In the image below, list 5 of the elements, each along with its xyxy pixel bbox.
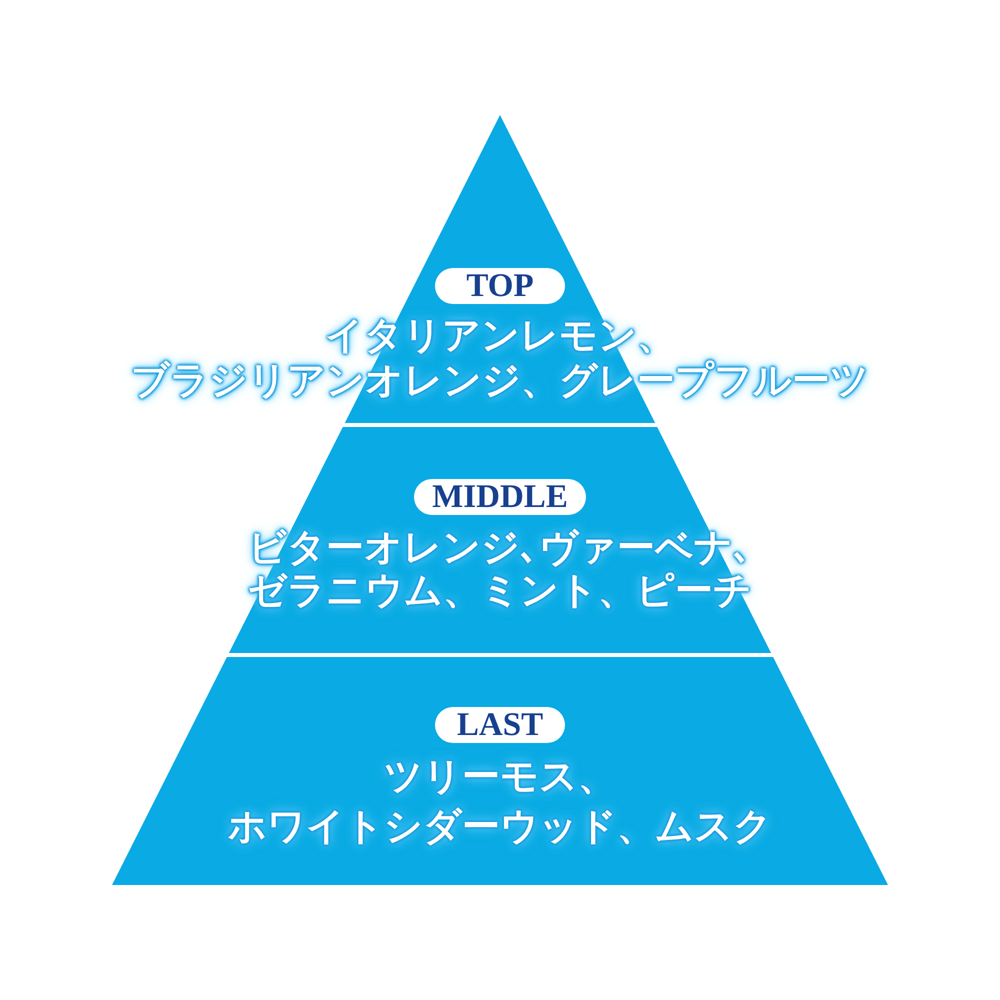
tier-label: MIDDLE bbox=[414, 479, 586, 515]
fragrance-notes-text: ツリーモス、ホワイトシダーウッド、ムスク bbox=[227, 752, 773, 850]
pyramid-tier bbox=[112, 657, 888, 885]
tier-label: LAST bbox=[435, 707, 565, 743]
tier-label: TOP bbox=[435, 268, 565, 304]
